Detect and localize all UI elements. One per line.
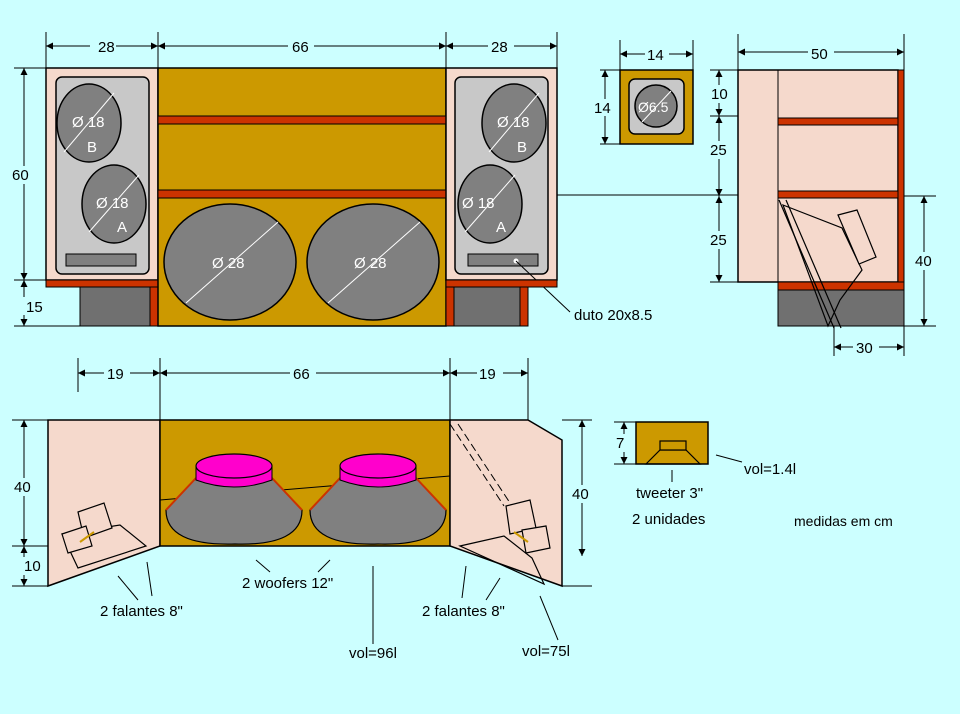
right-speaker-b-diameter-line bbox=[488, 92, 540, 153]
tweeter-box-magnet bbox=[659, 440, 687, 451]
side-angled-baffle-line-2 bbox=[785, 199, 842, 329]
front-dim-center: 66 bbox=[292, 39, 309, 56]
tweeter-box-count: 2 unidades bbox=[632, 511, 705, 528]
side-dim-bottom: 30 bbox=[856, 340, 873, 357]
side-dim-right: 40 bbox=[915, 253, 932, 270]
side-dim-lower: 25 bbox=[710, 232, 727, 249]
top-left-speaker-wire bbox=[79, 531, 95, 543]
right-speaker-b-letter: B bbox=[517, 139, 527, 156]
top-dim-front: 10 bbox=[24, 558, 41, 575]
top-woofer-right-cone bbox=[309, 477, 447, 545]
woofer-left-size: Ø 28 bbox=[212, 255, 245, 272]
tweeter-detail-height: 14 bbox=[594, 100, 611, 117]
vol-center: vol=96l bbox=[349, 645, 397, 662]
left-speaker-b-size: Ø 18 bbox=[72, 114, 105, 131]
side-base-rail bbox=[777, 281, 905, 291]
side-back-panel bbox=[897, 69, 905, 283]
tweeter-diameter-line bbox=[641, 90, 672, 123]
left-speaker-a-size: Ø 18 bbox=[96, 195, 129, 212]
side-shelf-lower bbox=[777, 190, 899, 199]
top-right-speaker-body bbox=[458, 535, 546, 586]
left-base-panel bbox=[149, 286, 159, 327]
side-angled-speaker-outline bbox=[781, 203, 863, 328]
top-right-hidden-line-1 bbox=[449, 423, 505, 507]
woofer-left-diameter-line bbox=[185, 221, 279, 304]
top-woofer-left-cone bbox=[165, 477, 303, 545]
top-dim-depth: 40 bbox=[14, 479, 31, 496]
right-speaker-a-diameter-line bbox=[464, 174, 516, 233]
left-base-rail bbox=[45, 279, 159, 288]
front-extension-lines bbox=[14, 32, 558, 327]
tweeter-detail-width: 14 bbox=[647, 47, 664, 64]
front-dim-left: 28 bbox=[98, 39, 115, 56]
front-dim-base: 15 bbox=[26, 299, 43, 316]
top-dim-left: 19 bbox=[107, 366, 124, 383]
left-speaker-a-letter: A bbox=[117, 219, 127, 236]
right-speaker-b-size: Ø 18 bbox=[497, 114, 530, 131]
top-woofer-right-magnet bbox=[339, 453, 417, 479]
right-base-rail bbox=[445, 279, 558, 288]
vol-side: vol=75l bbox=[522, 643, 570, 660]
woofer-right-front bbox=[306, 203, 440, 321]
tweeter-box-label: tweeter 3" bbox=[636, 485, 703, 502]
top-left-speaker-magnet-b bbox=[61, 525, 93, 554]
tweeter-box-height: 7 bbox=[616, 435, 624, 452]
center-shelf-upper bbox=[157, 115, 447, 125]
tweeter-detail: 14 14 Ø6.5 bbox=[592, 40, 694, 145]
top-right-speaker-magnet-b bbox=[521, 525, 551, 554]
tweeter-box: 7 vol=1.4l tweeter 3" 2 unidades bbox=[612, 421, 796, 528]
right-speaker-a-size: Ø 18 bbox=[462, 195, 495, 212]
side-shelf-upper bbox=[777, 117, 899, 126]
side-angled-speaker-magnet bbox=[837, 209, 877, 265]
top-dim-right-depth: 40 bbox=[572, 486, 589, 503]
tweeter-detail-size: Ø6.5 bbox=[638, 99, 669, 115]
right-base bbox=[453, 286, 521, 327]
top-leader-lines bbox=[117, 559, 559, 644]
right-speaker-a-letter: A bbox=[496, 219, 506, 236]
woofer-left-front bbox=[163, 203, 297, 321]
label-right-speakers: 2 falantes 8" bbox=[422, 603, 505, 620]
woofer-right-diameter-line bbox=[327, 221, 421, 304]
right-base-panel-outer bbox=[519, 286, 529, 327]
left-speaker-b-diameter-line bbox=[63, 92, 115, 153]
top-woofer-left-magnet bbox=[195, 453, 273, 479]
duct-label: duto 20x8.5 bbox=[574, 307, 652, 324]
tweeter-box-vol: vol=1.4l bbox=[744, 461, 796, 478]
side-dim-middle: 25 bbox=[710, 142, 727, 159]
top-right-wing bbox=[449, 419, 563, 588]
label-woofers: 2 woofers 12" bbox=[242, 575, 333, 592]
front-dim-height: 60 bbox=[12, 167, 29, 184]
center-shelf-lower bbox=[157, 189, 447, 199]
top-view: 19 66 19 40 10 40 bbox=[11, 358, 595, 662]
top-dim-right: 19 bbox=[479, 366, 496, 383]
front-dim-right: 28 bbox=[491, 39, 508, 56]
side-cabinet-body bbox=[737, 69, 899, 283]
top-right-speaker-wire bbox=[513, 531, 529, 543]
left-speaker-b-letter: B bbox=[87, 139, 97, 156]
right-base-panel bbox=[445, 286, 455, 327]
side-base bbox=[777, 289, 905, 327]
left-speaker-a-diameter-line bbox=[88, 174, 140, 233]
side-dim-top: 10 bbox=[711, 86, 728, 103]
side-view: 50 10 25 25 40 30 bbox=[708, 34, 939, 357]
left-base bbox=[79, 286, 151, 327]
woofer-right-size: Ø 28 bbox=[354, 255, 387, 272]
side-extension-lines bbox=[710, 34, 936, 356]
label-left-speakers: 2 falantes 8" bbox=[100, 603, 183, 620]
side-dim-width: 50 bbox=[811, 46, 828, 63]
top-right-hidden-line-2 bbox=[457, 423, 513, 507]
left-duct bbox=[65, 253, 137, 267]
front-view: 28 66 28 60 15 Ø 18 B Ø 18 A Ø 28 Ø 28 bbox=[10, 32, 738, 327]
units-note: medidas em cm bbox=[794, 513, 893, 529]
right-duct bbox=[467, 253, 539, 267]
side-angled-baffle-line-1 bbox=[778, 199, 835, 329]
top-dim-center: 66 bbox=[293, 366, 310, 383]
